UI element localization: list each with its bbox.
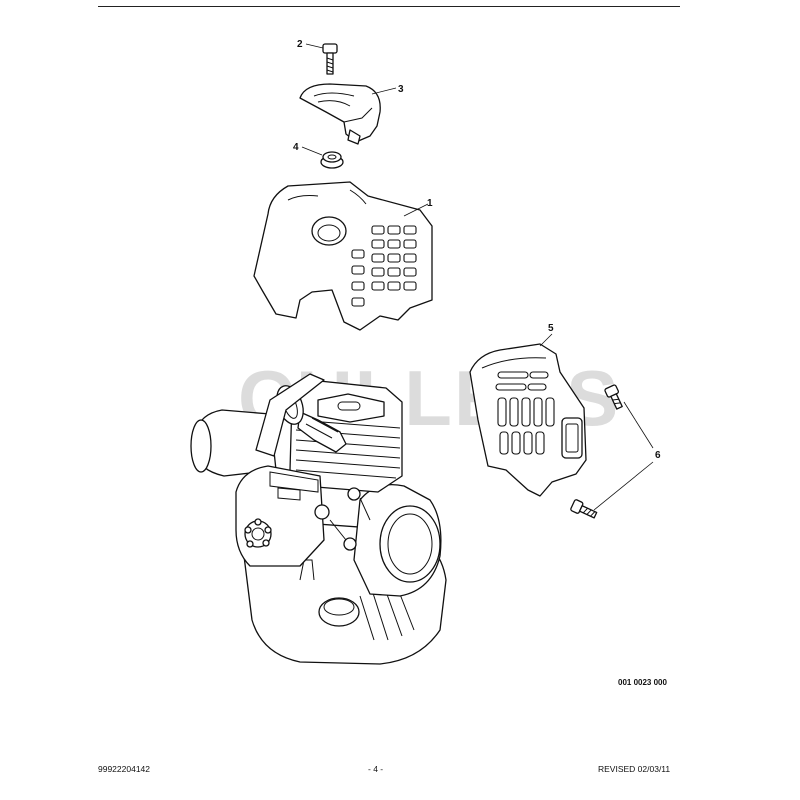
shroud-part-1: [253, 181, 433, 331]
screw-pair-part-6: [570, 384, 654, 519]
bracket-part-3: [299, 83, 397, 145]
page-number: - 4 -: [368, 764, 384, 774]
engine-assembly: [190, 373, 447, 665]
figure-code: 001 0023 000: [618, 678, 667, 687]
grommet-part-4: [301, 146, 344, 169]
callout-6: 6: [655, 450, 661, 461]
doc-number: 99922204142: [98, 764, 151, 774]
callout-5: 5: [548, 323, 554, 334]
screw-part-2: [305, 43, 338, 75]
revision-date: REVISED 02/03/11: [598, 764, 671, 774]
top-rule: [98, 6, 680, 7]
callout-1: 1: [427, 198, 433, 209]
callout-4: 4: [293, 142, 299, 153]
callout-3: 3: [398, 84, 404, 95]
callout-2: 2: [297, 39, 303, 50]
muffler-cover-part-5: [469, 333, 587, 497]
